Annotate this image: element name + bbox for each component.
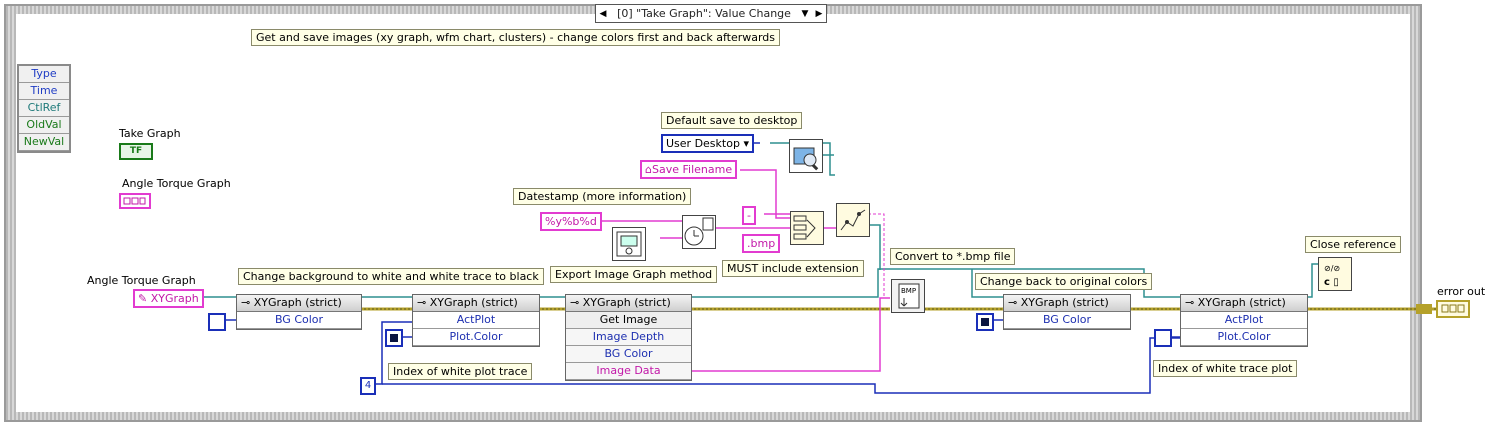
comment-datestamp: Datestamp (more information) [513,188,692,205]
property-node-restore-plot[interactable]: ⊸ XYGraph (strict) ActPlot Plot.Color [1180,294,1308,347]
case-selector[interactable]: ◀ [0] "Take Graph": Value Change ▼ ▶ [595,4,827,23]
build-path-icon[interactable] [836,203,870,237]
comment-convert-bmp: Convert to *.bmp file [890,248,1016,265]
error-cluster-icon [1441,304,1465,313]
svg-text:BMP: BMP [901,287,916,295]
folder-search-icon [793,147,819,171]
comment-export-method: Export Image Graph method [550,266,718,283]
bmp-extension-constant[interactable]: .bmp [742,234,781,253]
invoke-node-header: ⊸ XYGraph (strict) [566,295,691,312]
case-dropdown-icon[interactable]: ▼ [801,8,809,19]
close-reference-icon[interactable]: ⊘/⊘ c ▯ [1318,257,1352,291]
property-node-restore-bg[interactable]: ⊸ XYGraph (strict) BG Color [1003,294,1131,330]
property-node-header: ⊸ XYGraph (strict) [1181,295,1307,312]
ref-icon: ✎ [138,292,151,305]
error-out-label: error out [1437,285,1486,298]
property-node-title: XYGraph (strict) [1020,296,1109,309]
method-get-image[interactable]: Get Image [566,312,691,329]
invoke-node-export-image[interactable]: ⊸ XYGraph (strict) Get Image Image Depth… [565,294,692,381]
system-directory-icon[interactable] [789,139,823,173]
property-node-title: XYGraph (strict) [253,296,342,309]
case-next-arrow-icon[interactable]: ▶ [815,8,823,19]
cluster-icon [123,197,146,205]
build-path-glyph-icon [840,209,866,231]
property-plot-color[interactable]: Plot.Color [1181,329,1307,346]
home-icon: ⌂ [645,163,652,176]
original-bg-color-constant[interactable] [976,313,994,331]
case-selector-label: [0] "Take Graph": Value Change [617,7,791,20]
format-string-constant[interactable]: %y%b%d [540,212,602,231]
comment-must-extension: MUST include extension [722,260,864,277]
event-data-ctlref[interactable]: CtlRef [19,100,69,117]
property-node-header: ⊸ XYGraph (strict) [413,295,539,312]
property-bg-color[interactable]: BG Color [237,312,361,329]
angle-torque-label-top: Angle Torque Graph [122,177,231,190]
svg-text:c ▯: c ▯ [1324,277,1339,288]
event-data-node[interactable]: Type Time CtlRef OldVal NewVal [17,64,71,153]
save-filename-text: Save Filename [651,163,733,176]
event-data-time[interactable]: Time [19,83,69,100]
case-prev-arrow-icon[interactable]: ◀ [599,8,607,19]
index-constant[interactable]: 4 [360,377,376,395]
clock-calendar-icon [684,217,714,246]
comment-change-background: Change background to white and white tra… [238,268,544,285]
event-structure-frame [4,4,1422,422]
property-node-bg-color[interactable]: ⊸ XYGraph (strict) BG Color [236,294,362,330]
error-out-wire-end [1416,304,1432,314]
ref-icon: ⊸ [1185,296,1198,309]
property-actplot[interactable]: ActPlot [1181,312,1307,329]
black-color-constant[interactable] [385,329,403,347]
format-datetime-icon[interactable] [682,215,716,249]
white-color-constant[interactable] [208,313,226,331]
invoke-node-title: XYGraph (strict) [582,296,671,309]
property-plot-color[interactable]: Plot.Color [413,329,539,346]
close-ref-glyph-icon: ⊘/⊘ c ▯ [1324,264,1340,288]
user-desktop-text: User Desktop [666,137,740,150]
ref-icon: ⊸ [417,296,430,309]
comment-change-back: Change back to original colors [975,273,1153,290]
comment-close-reference: Close reference [1305,236,1401,253]
xygraph-ref-text: XYGraph [150,292,199,305]
event-data-newval[interactable]: NewVal [19,134,69,151]
property-actplot[interactable]: ActPlot [413,312,539,329]
dash-constant[interactable]: - [742,206,756,225]
datetime-glyph-icon [616,231,642,257]
get-datetime-icon[interactable] [612,227,646,261]
property-node-header: ⊸ XYGraph (strict) [1004,295,1130,312]
take-graph-terminal[interactable]: TF [119,143,153,160]
event-data-type[interactable]: Type [19,66,69,83]
enum-dropdown-icon: ▾ [743,137,749,150]
original-plot-color-constant[interactable] [1154,329,1172,347]
comment-index-white-trace: Index of white trace plot [1153,360,1298,377]
property-node-header: ⊸ XYGraph (strict) [237,295,361,312]
ref-icon: ⊸ [1008,296,1021,309]
error-out-indicator[interactable] [1436,300,1470,318]
comment-default-save: Default save to desktop [661,112,803,129]
take-graph-label: Take Graph [119,127,181,140]
event-data-oldval[interactable]: OldVal [19,117,69,134]
property-bg-color[interactable]: BG Color [1004,312,1130,329]
save-filename-constant[interactable]: ⌂Save Filename [640,160,738,179]
ref-icon: ⊸ [570,296,583,309]
ref-icon: ⊸ [241,296,254,309]
concatenate-strings-icon[interactable] [790,211,824,245]
property-node-title: XYGraph (strict) [429,296,518,309]
param-bg-color[interactable]: BG Color [566,346,691,363]
property-node-plot-color[interactable]: ⊸ XYGraph (strict) ActPlot Plot.Color [412,294,540,347]
param-image-depth[interactable]: Image Depth [566,329,691,346]
param-image-data[interactable]: Image Data [566,363,691,380]
svg-text:⊘/⊘: ⊘/⊘ [1324,264,1340,273]
user-desktop-enum[interactable]: User Desktop ▾ [661,134,754,153]
xygraph-reference[interactable]: ✎ XYGraph [133,289,204,308]
angle-torque-graph-terminal[interactable] [119,193,151,209]
property-node-title: XYGraph (strict) [1197,296,1286,309]
comment-index-white-plot: Index of white plot trace [388,363,533,380]
write-bmp-icon[interactable]: BMP [891,279,925,313]
comment-main: Get and save images (xy graph, wfm chart… [251,29,781,46]
concatenate-glyph-icon [793,215,816,240]
bmp-file-icon: BMP [898,283,920,309]
angle-torque-label-ref: Angle Torque Graph [87,274,196,287]
